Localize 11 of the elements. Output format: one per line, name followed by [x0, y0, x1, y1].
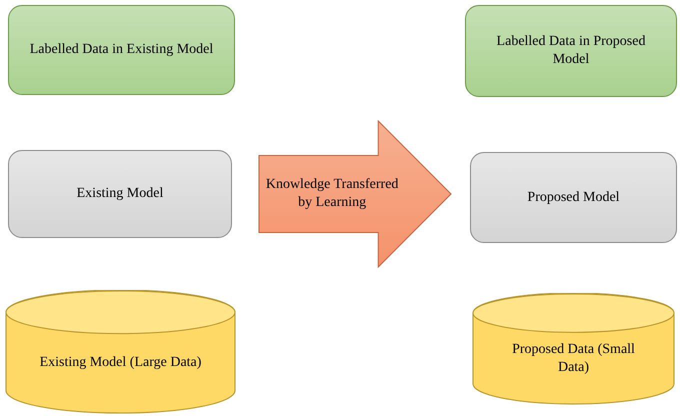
process-box — [8, 5, 235, 95]
node-label: Proposed Model — [527, 188, 620, 206]
node-label: Existing Model (Large Data) — [40, 354, 202, 372]
process-box — [465, 5, 677, 97]
process-box — [470, 152, 677, 243]
node-label: Labelled Data in Proposed Model — [496, 33, 646, 69]
process-box — [8, 150, 232, 238]
node-label: Existing Model — [76, 185, 164, 203]
node-label: Labelled Data in Existing Model — [30, 41, 214, 59]
node-label: Proposed Data (Small Data) — [511, 341, 636, 378]
node-label: Knowledge Transferred by Learning — [264, 176, 400, 212]
